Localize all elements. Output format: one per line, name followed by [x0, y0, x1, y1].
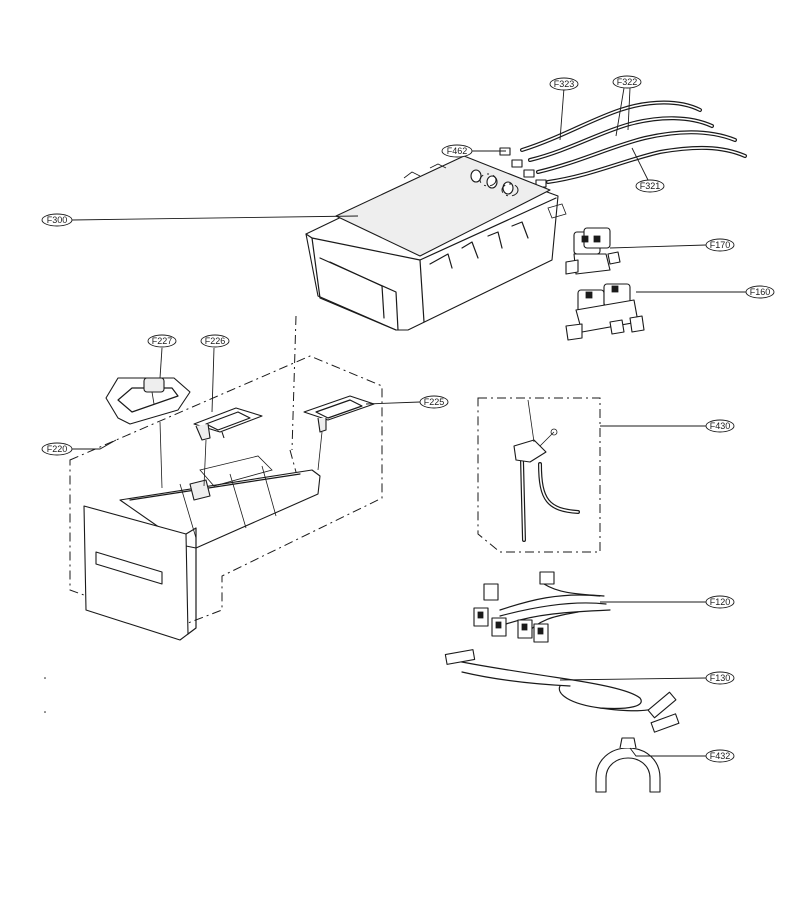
assembly-guide-lines [159, 421, 323, 489]
label-text-F430: F430 [710, 421, 731, 431]
label-F226: F226 [200, 334, 230, 348]
label-text-F220: F220 [47, 444, 68, 454]
label-F225: F225 [419, 395, 449, 409]
label-F120: F120 [705, 595, 735, 609]
drawer-assembly-outline [69, 315, 383, 629]
hose-clip [595, 737, 661, 793]
label-text-F226: F226 [205, 336, 226, 346]
label-F227: F227 [147, 334, 177, 348]
label-F430: F430 [705, 419, 735, 433]
label-text-F321: F321 [640, 181, 661, 191]
wire-harness-2 [444, 649, 680, 733]
leader-lines [71, 87, 746, 757]
siphon-cap [193, 407, 263, 441]
label-text-F130: F130 [710, 673, 731, 683]
softener-cap [105, 377, 191, 425]
inlet-hoses [499, 100, 747, 188]
label-F130: F130 [705, 671, 735, 685]
label-text-F300: F300 [47, 215, 68, 225]
siphon-cap-2 [303, 395, 375, 433]
label-text-F170: F170 [710, 240, 731, 250]
label-F322: F322 [612, 75, 642, 89]
dispenser-housing [305, 155, 567, 331]
label-F432: F432 [705, 749, 735, 763]
label-F321: F321 [635, 179, 665, 193]
label-text-F462: F462 [447, 146, 468, 156]
label-F170: F170 [705, 238, 735, 252]
label-text-F323: F323 [554, 79, 575, 89]
dispenser-drawer [83, 455, 321, 641]
hose-assembly-box [477, 397, 601, 553]
label-F300: F300 [41, 213, 73, 227]
water-valve-single [565, 227, 621, 275]
label-text-F227: F227 [152, 336, 173, 346]
label-text-F225: F225 [424, 397, 445, 407]
label-text-F432: F432 [710, 751, 731, 761]
stray-mark [44, 711, 46, 713]
stray-mark [44, 677, 46, 679]
label-F220: F220 [41, 442, 73, 456]
wire-harness-1 [473, 571, 611, 643]
label-text-F120: F120 [710, 597, 731, 607]
label-F160: F160 [745, 285, 775, 299]
label-text-F160: F160 [750, 287, 771, 297]
water-valve-double [565, 283, 645, 341]
label-text-F322: F322 [617, 77, 638, 87]
label-F462: F462 [441, 144, 473, 158]
label-F323: F323 [549, 77, 579, 91]
